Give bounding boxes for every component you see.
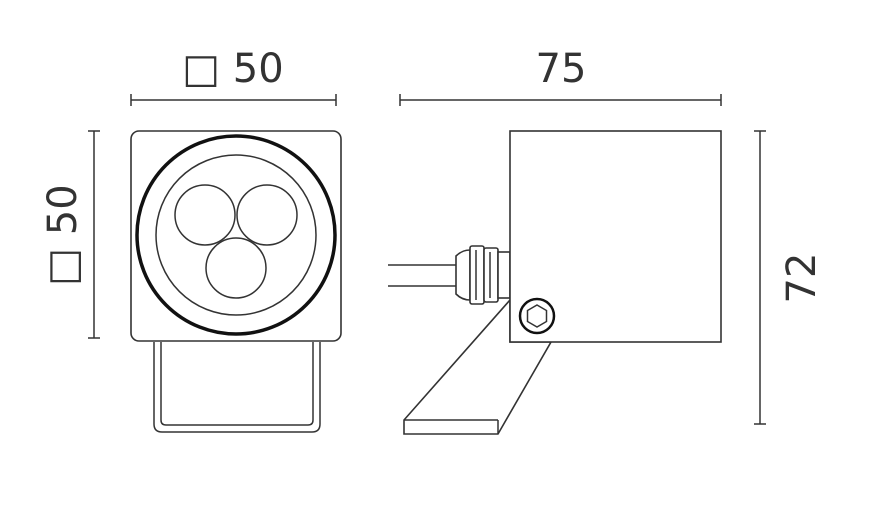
front-height-dimension: □ 50 [40, 130, 100, 339]
front-bracket [153, 342, 321, 433]
front-width-label: □ 50 [182, 46, 283, 92]
front-bezel-outer [135, 134, 337, 336]
side-housing [509, 130, 722, 343]
side-height-label: 72 [779, 253, 825, 304]
front-housing [130, 130, 342, 342]
side-length-label: 75 [536, 46, 587, 92]
hex-screw-icon [518, 297, 556, 335]
side-length-dimension: 75 [399, 46, 722, 106]
side-view: 75 72 [388, 46, 825, 435]
led-lens-bottom-icon [205, 237, 267, 299]
led-lens-top-right-icon [236, 184, 298, 246]
cable-gland [455, 245, 511, 305]
front-view: □ 50 □ 50 [40, 46, 342, 433]
front-height-label: □ 50 [40, 184, 86, 285]
front-bezel-inner [155, 154, 317, 316]
cable [388, 264, 456, 287]
front-width-dimension: □ 50 [130, 46, 337, 106]
side-height-dimension: 72 [754, 130, 825, 425]
led-lens-top-left-icon [174, 184, 236, 246]
